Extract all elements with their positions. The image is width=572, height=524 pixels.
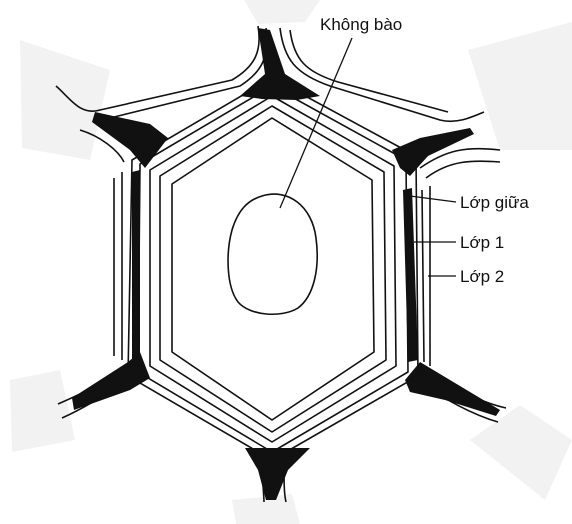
- cell-inner: [172, 118, 374, 420]
- cell-wall-layer-2: [138, 86, 408, 452]
- neighbor-cell-right-top: [468, 22, 572, 150]
- vacuole-leader-line: [280, 38, 352, 208]
- junction-left-top: [92, 112, 168, 168]
- neighbor-cell-left-bottom: [10, 370, 75, 452]
- middle-lamella: [72, 28, 500, 500]
- cell-membrane: [160, 106, 386, 432]
- layer-2-label: Lớp 2: [460, 267, 504, 286]
- wall-right-vert-a: [422, 190, 424, 362]
- neighbor-cell-top: [244, 0, 320, 24]
- cell-wall-layers: [128, 78, 418, 460]
- neighbor-cell-left-top: [20, 40, 110, 160]
- vacuole-shape: [228, 194, 317, 314]
- layer-1-label: Lớp 1: [460, 233, 504, 252]
- junction-right-top: [392, 128, 474, 176]
- cell-wall-layer-1: [150, 96, 396, 442]
- vacuole-label: Không bào: [320, 15, 402, 34]
- junction-bottom: [245, 448, 310, 500]
- junction-right-bottom: [405, 362, 500, 416]
- neighbor-cell-right-bottom: [470, 405, 572, 500]
- middle-layer-label: Lớp giữa: [460, 193, 529, 212]
- wall-right-upper-b: [426, 161, 500, 178]
